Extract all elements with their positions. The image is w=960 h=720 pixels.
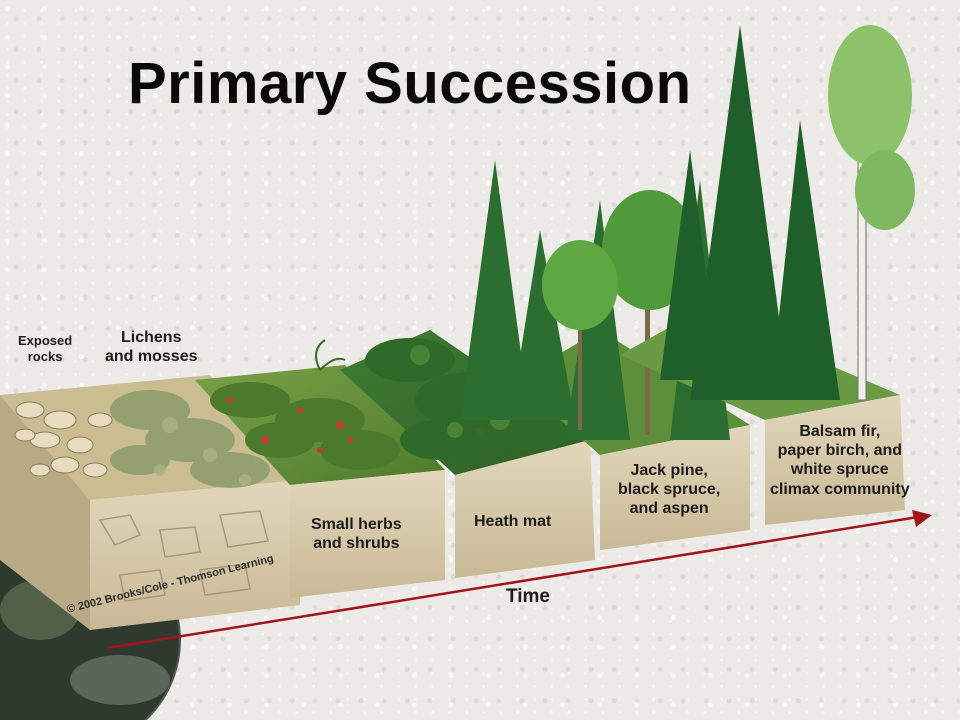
- birch-trees-block5: [828, 25, 915, 401]
- block-jack-pine: [460, 160, 750, 550]
- spruce-trees-block5: [660, 25, 840, 400]
- block-small-herbs: [195, 339, 445, 598]
- stage-label-lichens: Lichens and mosses: [105, 329, 198, 366]
- block-climax: [620, 25, 915, 525]
- time-axis-label: Time: [506, 586, 551, 607]
- stage-label-climax: Balsam fir, paper birch, and white spruc…: [770, 423, 910, 498]
- stage-label-exposed-rocks: Exposed rocks: [18, 333, 73, 364]
- stage-label-small-herbs: Small herbs and shrubs: [311, 516, 402, 553]
- stage-label-jack-pine: Jack pine, black spruce, and aspen: [618, 462, 721, 518]
- stage-label-heath-mat: Heath mat: [474, 513, 552, 530]
- time-arrow: [107, 510, 932, 650]
- diagram-title: Primary Succession: [128, 51, 692, 116]
